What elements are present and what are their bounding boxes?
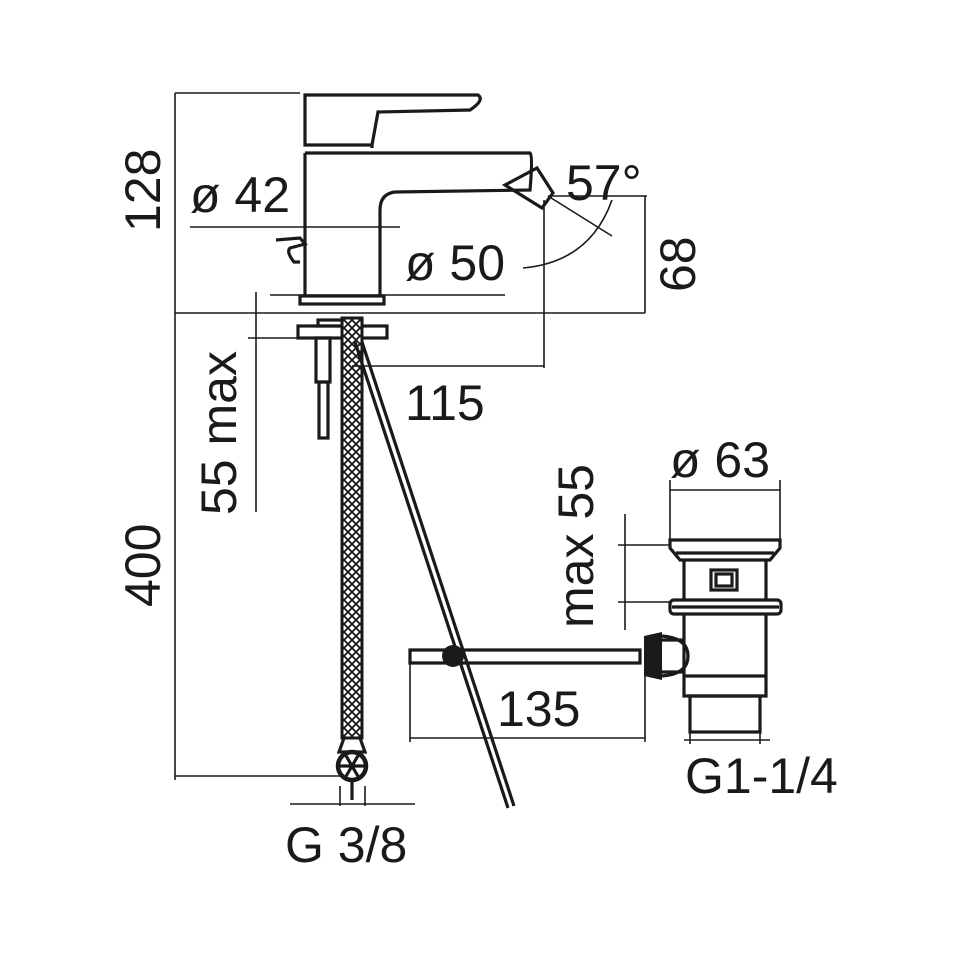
rod-connector [644, 632, 662, 680]
label-drain-thread: G1-1/4 [685, 748, 838, 804]
label-deck-thickness-drain: max 55 [548, 464, 604, 628]
flexible-hose [335, 316, 369, 800]
label-height-total: 128 [115, 149, 171, 232]
drain-tail [688, 694, 762, 734]
spout-tip [501, 165, 555, 211]
dimension-lines [174, 92, 781, 806]
base-plate [298, 294, 386, 306]
label-rod-length: 135 [497, 681, 580, 737]
popup-rod [314, 336, 332, 384]
drain-flange [668, 598, 783, 616]
label-base-diameter: ø 50 [405, 235, 505, 291]
label-body-diameter: ø 42 [190, 167, 290, 223]
dimension-labels: 128 ø 42 ø 50 57° 68 115 55 max 400 G 3/… [115, 149, 838, 873]
hose-braid [340, 316, 364, 740]
label-deck-thickness-tap: 55 max [191, 351, 247, 515]
drain-window [709, 568, 739, 592]
label-spout-angle: 57° [566, 155, 642, 211]
rod-clip [442, 645, 464, 667]
inlet-nut [335, 749, 369, 783]
drain-body [682, 614, 768, 698]
popup-knob [275, 236, 308, 264]
body-outline [305, 151, 534, 296]
label-spout-reach: 115 [405, 375, 485, 431]
drain-cap [668, 538, 782, 562]
lever-handle [303, 93, 482, 147]
drain-assembly [644, 538, 783, 734]
label-inlet-thread: G 3/8 [285, 817, 407, 873]
angle-arc [522, 199, 613, 269]
label-spout-height: 68 [650, 236, 706, 292]
pull-rod [353, 341, 510, 809]
label-drain-top-diameter: ø 63 [670, 432, 770, 488]
label-hose-length: 400 [115, 524, 171, 607]
